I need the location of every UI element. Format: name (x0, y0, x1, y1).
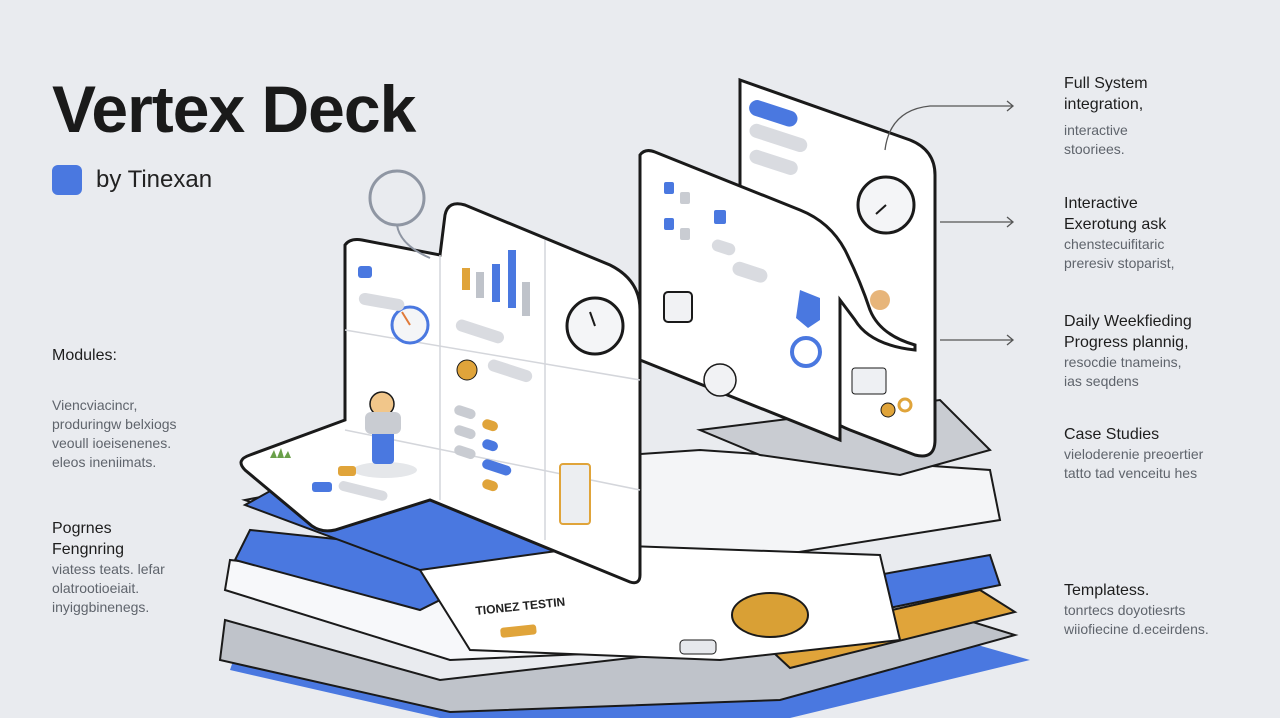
ring-icon (790, 336, 822, 368)
feature-line: tatto tad venceitu hes (1064, 465, 1198, 481)
byline-text: by Tinexan (96, 166, 213, 193)
right-feature-planning: Daily Weekfieding Progress plannig, reso… (1064, 311, 1264, 391)
shield-icon (796, 290, 820, 328)
feature-line: vieloderenie preoertier (1064, 446, 1204, 462)
feature-line: Viencviacincr, (52, 397, 138, 413)
feature-heading: Modules: (52, 347, 117, 364)
feature-heading: Full System integration, (1064, 75, 1148, 113)
hanging-ring (368, 169, 426, 227)
right-feature-case-studies: Case Studies vieloderenie preoertier tat… (1064, 424, 1264, 483)
right-feature-integration: Full System integration, interactive sto… (1064, 73, 1264, 159)
feature-line: interactive (1064, 122, 1128, 138)
avatar-icon (870, 290, 890, 310)
feature-line: preresiv stoparist, (1064, 255, 1175, 271)
settings-icon (703, 363, 737, 397)
feature-line: viatess teats. lefar (52, 561, 165, 577)
feature-line: produringw belxiogs (52, 416, 177, 432)
feature-heading: Interactive Exerotung ask (1064, 195, 1167, 233)
left-feature-description: Viencviacincr, produringw belxiogs veoul… (52, 396, 222, 472)
right-feature-templates: Templatess. tonrtecs doyotiesrts wiiofie… (1064, 580, 1264, 639)
feature-heading: Pogrnes Fengnring (52, 520, 125, 558)
right-feature-interactive: Interactive Exerotung ask chenstecuifita… (1064, 193, 1264, 273)
feature-heading: Case Studies (1064, 426, 1160, 443)
feature-line: chenstecuifitaric (1064, 236, 1165, 252)
coin-icon (731, 592, 809, 638)
feature-line: eleos ineniimats. (52, 454, 157, 470)
grass-icon (270, 448, 291, 458)
feature-line: wiiofiecine d.eceirdens. (1064, 621, 1209, 637)
left-feature-modules: Modules: (52, 345, 222, 366)
feature-line: veoull ioeisenenes. (52, 435, 172, 451)
feature-line: ias seqdens (1064, 373, 1139, 389)
feature-line: stooriees. (1064, 141, 1125, 157)
feature-heading: Daily Weekfieding Progress plannig, (1064, 313, 1192, 351)
app-title: Vertex Deck (52, 72, 416, 146)
feature-line: resocdie tnameins, (1064, 354, 1182, 370)
brand-logo-square (52, 165, 82, 195)
feature-heading: Templatess. (1064, 582, 1150, 599)
left-feature-progress: Pogrnes Fengnring viatess teats. lefar o… (52, 518, 222, 617)
feature-line: tonrtecs doyotiesrts (1064, 602, 1186, 618)
feature-line: inyiggbinenegs. (52, 599, 150, 615)
byline: by Tinexan (52, 165, 212, 195)
feature-line: olatrootioeiait. (52, 580, 140, 596)
person-illustration (353, 391, 417, 478)
callout-line-1 (884, 105, 1012, 151)
